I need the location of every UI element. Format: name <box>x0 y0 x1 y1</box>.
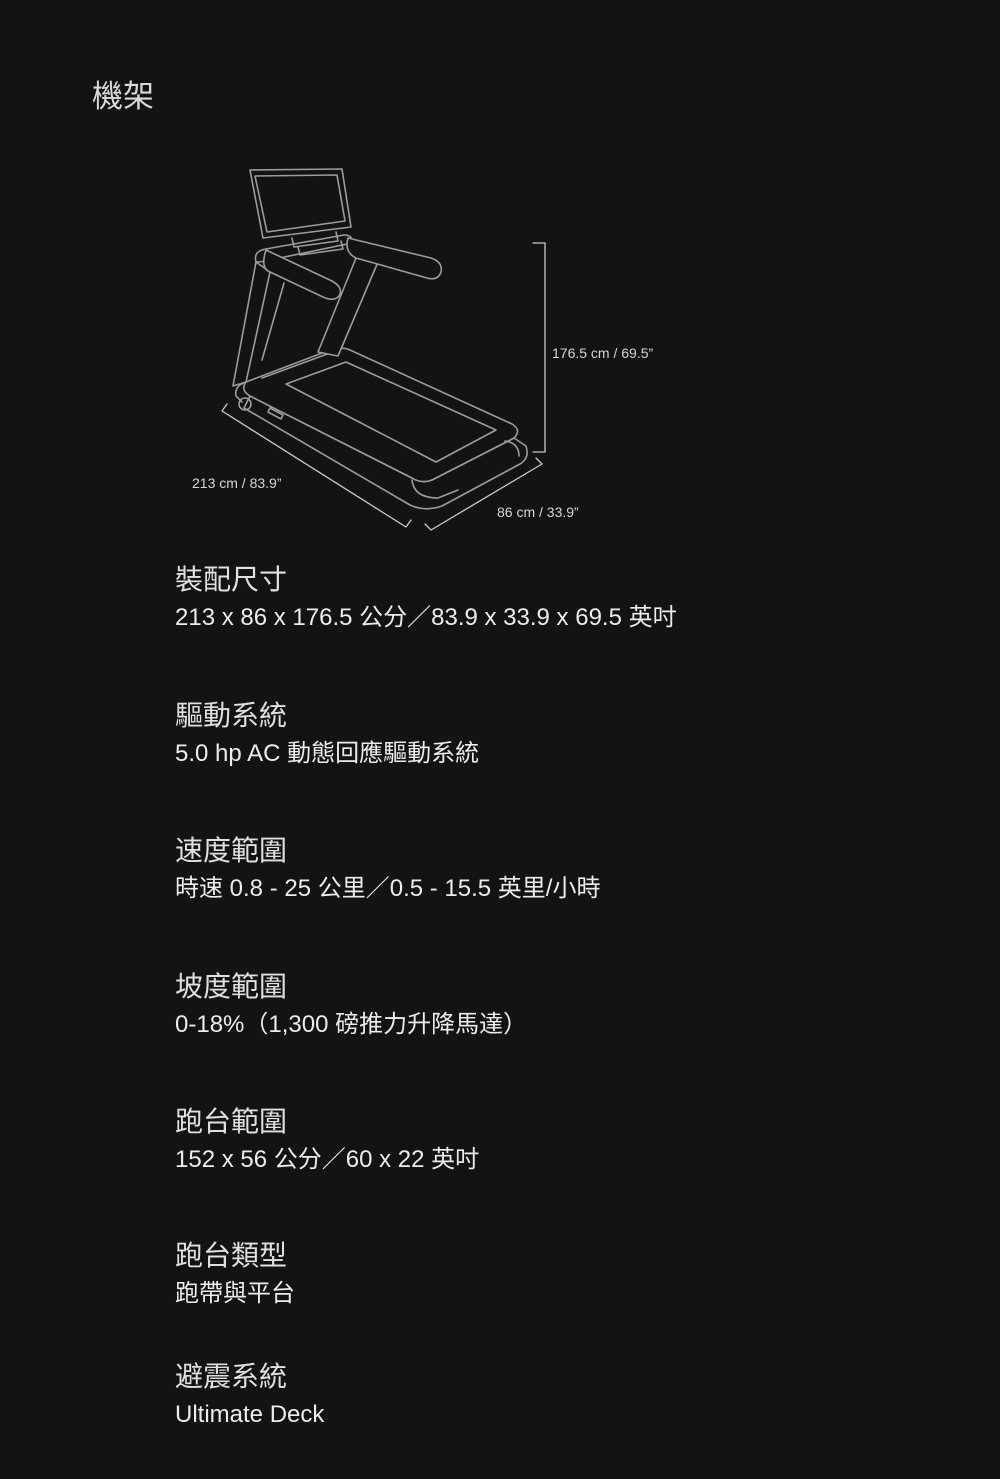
length-dimension-line <box>221 403 412 528</box>
spec-deck-size: 跑台範圍 152 x 56 公分／60 x 22 英吋 <box>175 1104 965 1177</box>
treadmill-line-drawing <box>232 168 528 510</box>
treadmill-upright-right <box>317 257 379 357</box>
dimension-lines <box>221 242 546 531</box>
treadmill-handlebar-left-arm <box>262 249 342 301</box>
spec-assembly-dimensions: 裝配尺寸 213 x 86 x 176.5 公分／83.9 x 33.9 x 6… <box>175 562 965 635</box>
spec-deck-size-label: 跑台範圍 <box>175 1106 288 1137</box>
width-dimension-line <box>424 457 543 531</box>
treadmill-deck-frame <box>242 347 519 483</box>
height-dimension-label: 176.5 cm / 69.5” <box>552 345 654 361</box>
treadmill-screen-frame <box>249 168 352 239</box>
treadmill-upright-left <box>232 261 271 387</box>
spec-deck-type: 跑台類型 跑帶與平台 <box>175 1238 965 1311</box>
treadmill-foot <box>267 407 284 420</box>
spec-deck-size-value: 152 x 56 公分／60 x 22 英吋 <box>175 1146 480 1173</box>
height-dimension-line <box>532 242 546 453</box>
length-dimension-label: 213 cm / 83.9” <box>192 475 282 491</box>
treadmill-handlebar-right-arm <box>346 237 443 280</box>
spec-speed-range-value: 時速 0.8 - 25 公里／0.5 - 15.5 英里/小時 <box>175 875 601 902</box>
spec-speed-range-label: 速度範圍 <box>175 835 288 866</box>
treadmill-screen-mount <box>291 231 344 256</box>
spec-drive-system-value: 5.0 hp AC 動態回應驅動系統 <box>175 740 480 767</box>
spec-drive-system-label: 驅動系統 <box>175 700 288 731</box>
spec-suspension-system: 避震系統 Ultimate Deck <box>175 1359 965 1432</box>
spec-deck-type-value: 跑帶與平台 <box>175 1280 295 1307</box>
treadmill-screen-display <box>254 174 346 233</box>
section-title: 機架 <box>92 79 154 114</box>
treadmill-running-belt <box>285 361 497 463</box>
treadmill-front-wheel <box>238 397 252 411</box>
spec-incline-range: 坡度範圍 0-18%（1,300 磅推力升降馬達） <box>175 969 965 1042</box>
spec-incline-range-label: 坡度範圍 <box>175 971 288 1002</box>
spec-assembly-dimensions-label: 裝配尺寸 <box>175 564 288 595</box>
spec-drive-system: 驅動系統 5.0 hp AC 動態回應驅動系統 <box>175 698 965 771</box>
spec-suspension-system-value: Ultimate Deck <box>175 1401 325 1428</box>
treadmill-dimension-diagram: 176.5 cm / 69.5” 213 cm / 83.9” 86 cm / … <box>192 168 654 531</box>
spec-deck-type-label: 跑台類型 <box>175 1240 288 1271</box>
spec-speed-range: 速度範圍 時速 0.8 - 25 公里／0.5 - 15.5 英里/小時 <box>175 833 965 906</box>
width-dimension-label: 86 cm / 33.9” <box>497 504 579 520</box>
spec-assembly-dimensions-value: 213 x 86 x 176.5 公分／83.9 x 33.9 x 69.5 英… <box>175 604 677 631</box>
treadmill-rear-roller <box>411 440 520 499</box>
spec-incline-range-value: 0-18%（1,300 磅推力升降馬達） <box>175 1011 528 1038</box>
treadmill-upright-left-inner <box>261 282 285 361</box>
spec-suspension-system-label: 避震系統 <box>175 1361 288 1392</box>
